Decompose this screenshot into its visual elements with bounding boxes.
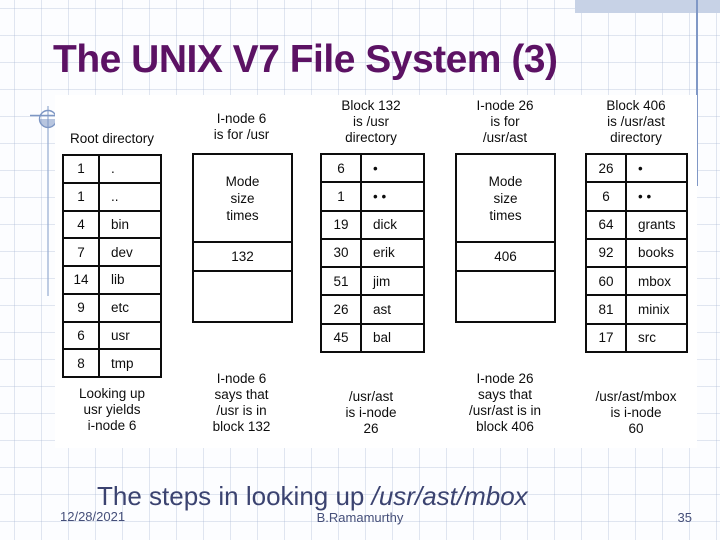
inode26-attributes: Mode size times <box>457 155 554 243</box>
table-row: 1 • • <box>322 181 423 210</box>
table-row: 92 books <box>587 237 686 267</box>
inode-number-cell: 8 <box>64 350 100 376</box>
table-row: 4 bin <box>64 209 160 238</box>
table-row: 6• <box>322 155 423 182</box>
entry-name-cell: usr <box>111 327 130 343</box>
entry-name-cell: books <box>638 245 675 261</box>
inode-number-cell: 1 <box>64 183 100 210</box>
entry-name-cell: mbox <box>638 273 672 289</box>
inode-number-cell: 92 <box>587 239 627 267</box>
entry-name-cell: .. <box>111 189 119 205</box>
inode-number-cell: 30 <box>322 239 362 267</box>
inode6-box: Mode size times 132 <box>192 153 293 323</box>
inode-number-cell: 51 <box>322 268 362 295</box>
table-row: 6 usr <box>64 320 160 349</box>
entry-name-cell: src <box>638 330 656 346</box>
root-directory-caption: Looking up usr yields i-node 6 <box>78 386 146 433</box>
footer-page-number: 35 <box>677 510 692 525</box>
block406-table: 26 • 6 • • 64 grants 92 books 60 mbox 81 minix 17 src <box>585 153 688 353</box>
inode6-block-pointer: 132 <box>194 243 291 272</box>
inode-number-cell: 6 <box>64 322 100 349</box>
right-vertical-rule <box>696 0 698 186</box>
inode-number-cell: 26 <box>587 155 627 182</box>
inode6-caption: I-node 6 says that /usr is in block 132 <box>212 371 271 434</box>
top-accent-bar <box>575 0 720 13</box>
entry-name-cell: lib <box>111 272 125 288</box>
inode-number-cell: 1 <box>322 183 362 210</box>
slide-subtitle: The steps in looking up /usr/ast/mbox <box>97 481 528 512</box>
entry-name-cell: jim <box>373 273 391 289</box>
inode-number-cell: 4 <box>64 211 100 238</box>
table-row: 8 tmp <box>64 348 160 376</box>
block132-label: Block 132 is /usr directory <box>341 98 401 145</box>
block406-label: Block 406 is /usr/ast directory <box>606 98 666 145</box>
inode-number-cell: 6 <box>587 183 627 210</box>
inode-number-cell: 19 <box>322 211 362 238</box>
table-row: 7 dev <box>64 237 160 265</box>
inode6-label: I-node 6 is for /usr <box>213 111 270 142</box>
inode26-block-pointer: 406 <box>457 243 554 272</box>
table-row: 1. <box>64 156 160 182</box>
entry-name-cell: . <box>111 161 115 177</box>
inode-number-cell: 60 <box>587 268 627 295</box>
root-directory-label: Root directory <box>69 131 155 146</box>
entry-name-cell: bal <box>373 330 392 346</box>
table-row: 45 bal <box>322 322 423 351</box>
table-row: 60 mbox <box>587 266 686 295</box>
entry-name-cell: etc <box>111 300 130 316</box>
slide-title: The UNIX V7 File System (3) <box>53 38 558 81</box>
table-row: 26 • <box>587 155 686 182</box>
inode-number-cell: 45 <box>322 324 362 351</box>
inode26-box: Mode size times 406 <box>455 153 556 323</box>
entry-name-cell: erik <box>373 245 395 261</box>
inode-number-cell: 14 <box>64 267 100 293</box>
entry-name-cell: dick <box>373 217 398 233</box>
table-row: 19 dick <box>322 209 423 238</box>
table-row: 1.. <box>64 181 160 210</box>
inode-number-cell: 1 <box>64 156 100 182</box>
inode26-label: I-node 26 is for /usr/ast <box>476 98 534 145</box>
block132-caption: /usr/ast is i-node 26 <box>345 389 397 436</box>
table-row: 17 src <box>587 322 686 351</box>
inode-number-cell: 64 <box>587 211 627 238</box>
entry-name-cell: tmp <box>111 355 134 371</box>
subtitle-path-italic: /usr/ast/mbox <box>371 481 528 511</box>
footer-author: B.Ramamurthy <box>316 510 404 525</box>
block406-caption: /usr/ast/mbox is i-node 60 <box>595 389 677 436</box>
entry-name-cell: dev <box>111 244 133 260</box>
inode26-empty-section <box>457 272 554 321</box>
entry-name-cell: bin <box>111 216 130 232</box>
table-row: 26 ast <box>322 294 423 323</box>
entry-name-cell: • • <box>373 188 387 204</box>
entry-name-cell: • <box>638 160 643 176</box>
inode6-empty-section <box>194 272 291 321</box>
entry-name-cell: minix <box>638 302 670 318</box>
table-row: 6 • • <box>587 181 686 210</box>
entry-name-cell: • • <box>638 188 652 204</box>
inode-number-cell: 17 <box>587 324 627 351</box>
entry-name-cell: grants <box>638 217 676 233</box>
footer-date: 12/28/2021 <box>60 509 126 524</box>
inode-number-cell: 7 <box>64 239 100 265</box>
entry-name-cell: ast <box>373 302 392 318</box>
table-row: 14 lib <box>64 265 160 293</box>
inode-number-cell: 81 <box>587 296 627 323</box>
entry-name-cell: • <box>373 160 378 176</box>
inode6-attributes: Mode size times <box>194 155 291 243</box>
inode-number-cell: 6 <box>322 155 362 182</box>
table-row: 64 grants <box>587 209 686 238</box>
inode-number-cell: 9 <box>64 294 100 321</box>
inode-number-cell: 26 <box>322 296 362 323</box>
table-row: 9 etc <box>64 292 160 321</box>
inode26-caption: I-node 26 says that /usr/ast is in block… <box>468 371 542 434</box>
subtitle-text: The steps in looking up <box>97 481 372 511</box>
table-row: 51 jim <box>322 266 423 295</box>
table-row: 81 minix <box>587 294 686 323</box>
table-row: 30 erik <box>322 237 423 267</box>
